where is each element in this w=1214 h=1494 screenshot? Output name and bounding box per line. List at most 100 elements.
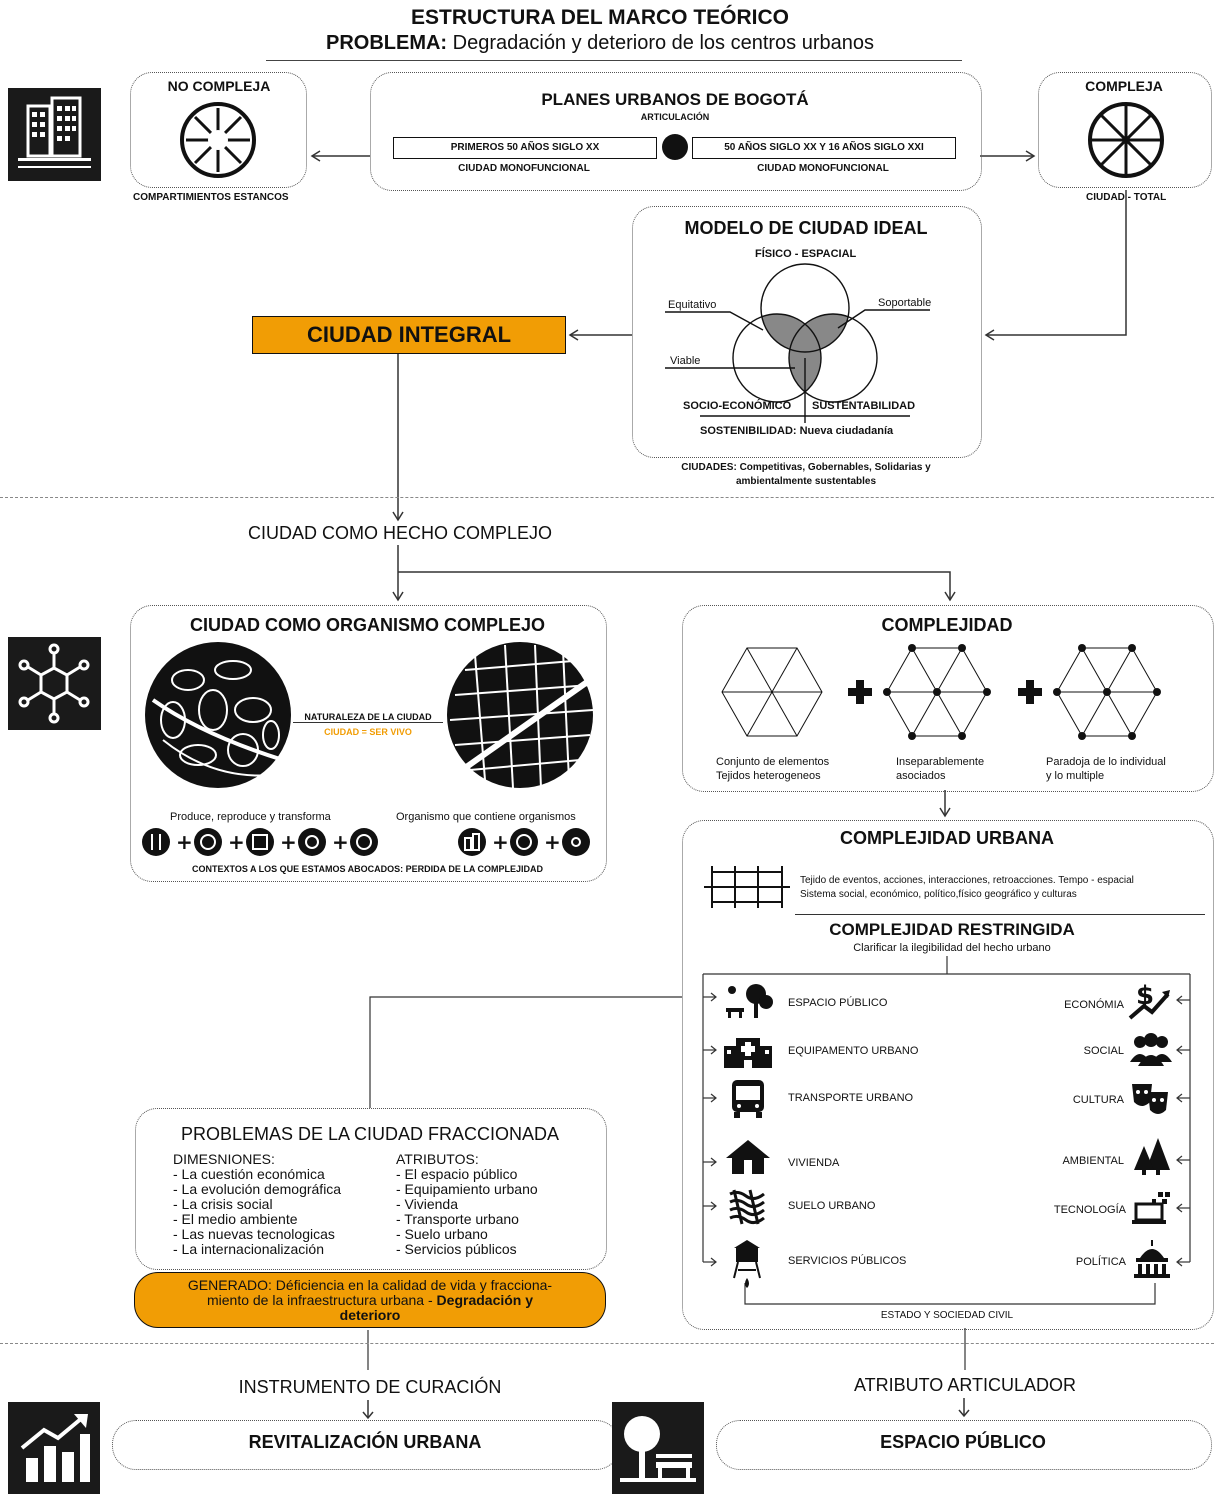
atributo-item: - Vivienda bbox=[396, 1196, 459, 1212]
network-icon bbox=[8, 637, 101, 730]
restringida-title: COMPLEJIDAD RESTRINGIDA bbox=[829, 920, 1075, 939]
c1-line-a: Conjunto de elementos bbox=[716, 756, 830, 768]
process-icons-row: ++++ ++ bbox=[142, 828, 590, 856]
compleja-title: COMPLEJA bbox=[1085, 78, 1163, 94]
laptop-tech-icon bbox=[1132, 1190, 1174, 1226]
svg-text:+: + bbox=[332, 830, 349, 854]
modelo-title: MODELO DE CIUDAD IDEAL bbox=[684, 218, 928, 238]
problem-statement: PROBLEMA: Degradación y deterioro de los… bbox=[270, 32, 930, 55]
trees-icon bbox=[1132, 1136, 1172, 1176]
tejido-icon bbox=[704, 866, 790, 908]
ciudades-line-1: CIUDADES: Competitivas, Gobernables, Sol… bbox=[681, 462, 931, 473]
urbana-title: COMPLEJIDAD URBANA bbox=[839, 828, 1054, 848]
house-icon bbox=[724, 1138, 772, 1176]
dimension-item: - La internacionalización bbox=[173, 1241, 324, 1257]
sostenibilidad-label: SOSTENIBILIDAD: Nueva ciudadanía bbox=[700, 425, 894, 437]
people-icon bbox=[1128, 1032, 1174, 1066]
item-social: SOCIAL bbox=[1083, 1045, 1124, 1057]
c1-line-b: Tejidos heterogeneos bbox=[716, 770, 821, 782]
svg-text:$: $ bbox=[1136, 981, 1154, 1011]
fisico-label: FÍSICO - ESPACIAL bbox=[755, 248, 857, 260]
atributo-item: - Suelo urbano bbox=[396, 1226, 488, 1242]
item-ambiental: AMBIENTAL bbox=[1062, 1155, 1124, 1167]
generado-line-1: GENERADO: Déficiencia en la calidad de v… bbox=[187, 1277, 553, 1293]
c2-line-b: asociados bbox=[896, 770, 946, 782]
atributos-list: ATRIBUTOS: - El espacio público - Equipa… bbox=[396, 1152, 538, 1257]
hospital-icon bbox=[722, 1034, 774, 1068]
capitol-icon bbox=[1132, 1240, 1172, 1280]
c3-line-a: Paradoja de lo individual bbox=[1046, 756, 1166, 768]
complejidad-down-arrow bbox=[939, 790, 951, 818]
urban-grid-image bbox=[447, 642, 594, 789]
soportable-label: Soportable bbox=[878, 297, 932, 309]
planes-urbanos-box bbox=[370, 72, 982, 191]
ciudades-line-2: ambientalmente sustentables bbox=[735, 476, 877, 487]
problemas-title: PROBLEMAS DE LA CIUDAD FRACCIONADA bbox=[180, 1124, 560, 1144]
contiene-label: Organismo que contiene organismos bbox=[396, 811, 576, 823]
generado-box: GENERADO: Déficiencia en la calidad de v… bbox=[134, 1272, 606, 1328]
instrumento-title: INSTRUMENTO DE CURACIÓN bbox=[238, 1377, 502, 1397]
economy-icon: $ bbox=[1128, 980, 1172, 1020]
revitalizacion-label: REVITALIZACIÓN URBANA bbox=[248, 1432, 482, 1452]
c3-line-b: y lo multiple bbox=[1046, 770, 1105, 782]
atributos-title: ATRIBUTOS: bbox=[396, 1151, 479, 1167]
espacio-publico-label: ESPACIO PÚBLICO bbox=[880, 1432, 1046, 1452]
left-monofuncional: CIUDAD MONOFUNCIONAL bbox=[458, 163, 590, 174]
naturaleza-label: NATURALEZA DE LA CIUDAD bbox=[304, 712, 432, 722]
item-transporte: TRANSPORTE URBANO bbox=[788, 1092, 914, 1104]
dimension-item: - La crisis social bbox=[173, 1196, 273, 1212]
compartimientos-caption: COMPARTIMIENTOS ESTANCOS bbox=[133, 192, 289, 203]
urbana-rule bbox=[795, 914, 1205, 915]
ser-vivo-label: CIUDAD = SER VIVO bbox=[324, 727, 412, 737]
svg-text:+: + bbox=[228, 830, 245, 854]
buildings-icon bbox=[8, 88, 101, 181]
top-connectors bbox=[310, 150, 1127, 522]
item-politica: POLÍTICA bbox=[1075, 1256, 1126, 1268]
section-divider-1 bbox=[0, 497, 1214, 498]
item-vivienda: VIVIENDA bbox=[788, 1157, 840, 1169]
problem-text: Degradación y deterioro de los centros u… bbox=[447, 32, 875, 54]
hecho-connectors bbox=[392, 545, 956, 602]
water-tower-icon bbox=[730, 1238, 764, 1290]
atributo-item: - El espacio público bbox=[396, 1166, 518, 1182]
espacio-publico-box bbox=[716, 1420, 1212, 1470]
theater-masks-icon bbox=[1128, 1080, 1172, 1118]
growth-chart-icon bbox=[8, 1402, 100, 1494]
urbana-desc-1: Tejido de eventos, acciones, interaccion… bbox=[800, 875, 1134, 886]
socio-economico-label: SOCIO-ECONÓMICO bbox=[683, 400, 792, 412]
instrumento-arrow bbox=[362, 1400, 374, 1420]
dimension-item: - El medio ambiente bbox=[173, 1211, 298, 1227]
viable-label: Viable bbox=[670, 355, 701, 367]
compartment-wheel-icon bbox=[180, 102, 256, 178]
svg-text:+: + bbox=[176, 830, 193, 854]
hecho-complejo-title: CIUDAD COMO HECHO COMPLEJO bbox=[247, 523, 553, 543]
atributo-item: - Transporte urbano bbox=[396, 1211, 519, 1227]
primeros-50-box: PRIMEROS 50 AÑOS SIGLO XX bbox=[393, 137, 657, 159]
dimension-item: - Las nuevas tecnologicas bbox=[173, 1226, 335, 1242]
generado-line-2: miento de la infraestructura urbana - bbox=[206, 1292, 437, 1308]
atributo-arrow bbox=[958, 1398, 970, 1418]
naturaleza-arrow bbox=[293, 722, 443, 723]
section-divider-2 bbox=[0, 1343, 1214, 1344]
item-espacio-publico: ESPACIO PÚBLICO bbox=[788, 997, 888, 1009]
title-underline bbox=[266, 60, 962, 61]
generado-bold-1: Degradación y bbox=[436, 1292, 534, 1308]
bus-icon bbox=[728, 1078, 768, 1120]
organic-tissue-image bbox=[145, 642, 291, 788]
dimension-item: - La evolución demográfica bbox=[173, 1181, 342, 1197]
clarificar-label: Clarificar la ilegibilidad del hecho urb… bbox=[853, 942, 1051, 954]
item-servicios: SERVICIOS PÚBLICOS bbox=[788, 1255, 907, 1267]
planes-title: PLANES URBANOS DE BOGOTÁ bbox=[541, 90, 809, 109]
articulacion-label: ARTICULACIÓN bbox=[640, 112, 710, 122]
dimensiones-list: DIMESNIONES: - La cuestión económica - L… bbox=[173, 1152, 341, 1257]
organismo-title: CIUDAD COMO ORGANISMO COMPLEJO bbox=[189, 615, 545, 635]
svg-text:+: + bbox=[280, 830, 297, 854]
equitativo-label: Equitativo bbox=[668, 299, 717, 311]
articulation-dot bbox=[662, 134, 688, 160]
atributo-item: - Equipamiento urbano bbox=[396, 1181, 538, 1197]
venn-diagram bbox=[665, 263, 930, 423]
produce-label: Produce, reproduce y transforma bbox=[170, 811, 331, 823]
dimensiones-title: DIMESNIONES: bbox=[173, 1151, 275, 1167]
urbana-desc-2: Sistema social, económico, político,físi… bbox=[800, 889, 1077, 900]
